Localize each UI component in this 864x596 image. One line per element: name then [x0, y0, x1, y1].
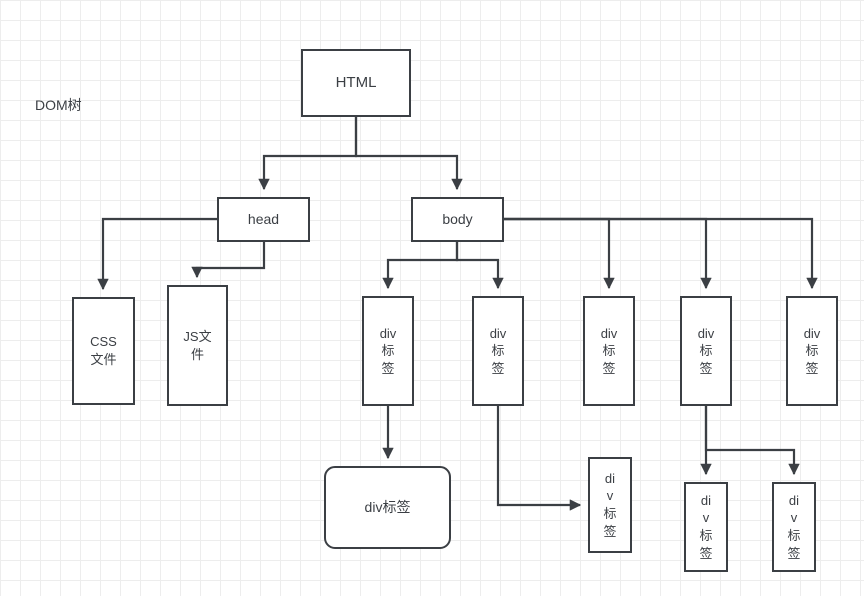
node-div3[interactable]: div 标 签	[583, 296, 635, 406]
diagram-title-label: DOM树	[35, 97, 82, 113]
node-divn1[interactable]: di v 标 签	[588, 457, 632, 553]
node-div4[interactable]: div 标 签	[680, 296, 732, 406]
node-div2[interactable]: div 标 签	[472, 296, 524, 406]
edge-head-to-js	[191, 242, 266, 279]
node-divn3[interactable]: di v 标 签	[772, 482, 816, 572]
edge-body-to-div3	[504, 217, 615, 290]
edge-body-to-div2	[455, 242, 504, 290]
node-div5[interactable]: div 标 签	[786, 296, 838, 406]
node-html[interactable]: HTML	[301, 49, 411, 117]
edge-html-to-head	[258, 117, 358, 191]
edge-body-to-div5	[504, 217, 818, 290]
edge-head-to-css	[97, 217, 217, 291]
node-js[interactable]: JS文 件	[167, 285, 228, 406]
node-div1[interactable]: div 标 签	[362, 296, 414, 406]
edge-body-to-div1	[382, 242, 459, 290]
edge-body-to-div4	[504, 217, 712, 290]
edge-html-to-body	[354, 117, 463, 191]
edge-div2-to-divn1	[496, 406, 582, 511]
node-css[interactable]: CSS 文件	[72, 297, 135, 405]
node-body[interactable]: body	[411, 197, 504, 242]
node-divn2[interactable]: di v 标 签	[684, 482, 728, 572]
edge-div4-to-divn3	[704, 406, 800, 476]
node-head[interactable]: head	[217, 197, 310, 242]
node-divbig[interactable]: div标签	[324, 466, 451, 549]
